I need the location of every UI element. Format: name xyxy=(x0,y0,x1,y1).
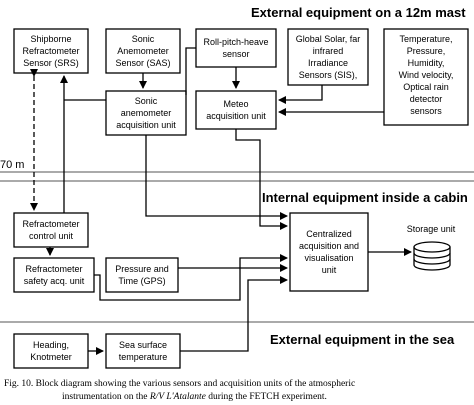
box-heading-knotmeter-text: Heading,Knotmeter xyxy=(30,340,72,362)
box-meteo-sensors: Temperature,Pressure,Humidity,Wind veloc… xyxy=(383,28,469,126)
arrow-sis-to-meteo xyxy=(278,85,323,104)
level-label: 70 m xyxy=(0,159,24,171)
storage-unit-label: Storage unit xyxy=(407,224,456,234)
arrow-sonic-to-central xyxy=(145,135,288,220)
header-cabin: Internal equipment inside a cabin xyxy=(262,190,468,205)
arrow-safety-to-central xyxy=(94,254,288,301)
header-sea: External equipment in the sea xyxy=(270,332,455,347)
connectors xyxy=(30,47,412,355)
storage-disk-icon xyxy=(413,241,451,271)
caption-line-2: instrumentation on the R/V L'Atalante du… xyxy=(62,392,327,402)
box-heading-knotmeter: Heading,Knotmeter xyxy=(13,333,89,369)
arrow-sst-to-central xyxy=(180,276,288,352)
line-rph-to-sonic xyxy=(185,47,196,95)
caption-line-1: Fig. 10. Block diagram showing the vario… xyxy=(4,378,355,389)
box-meteo-sensors-text: Temperature,Pressure,Humidity,Wind veloc… xyxy=(399,34,454,116)
header-mast: External equipment on a 12m mast xyxy=(251,5,466,20)
arrow-meteo-to-central xyxy=(235,129,288,230)
